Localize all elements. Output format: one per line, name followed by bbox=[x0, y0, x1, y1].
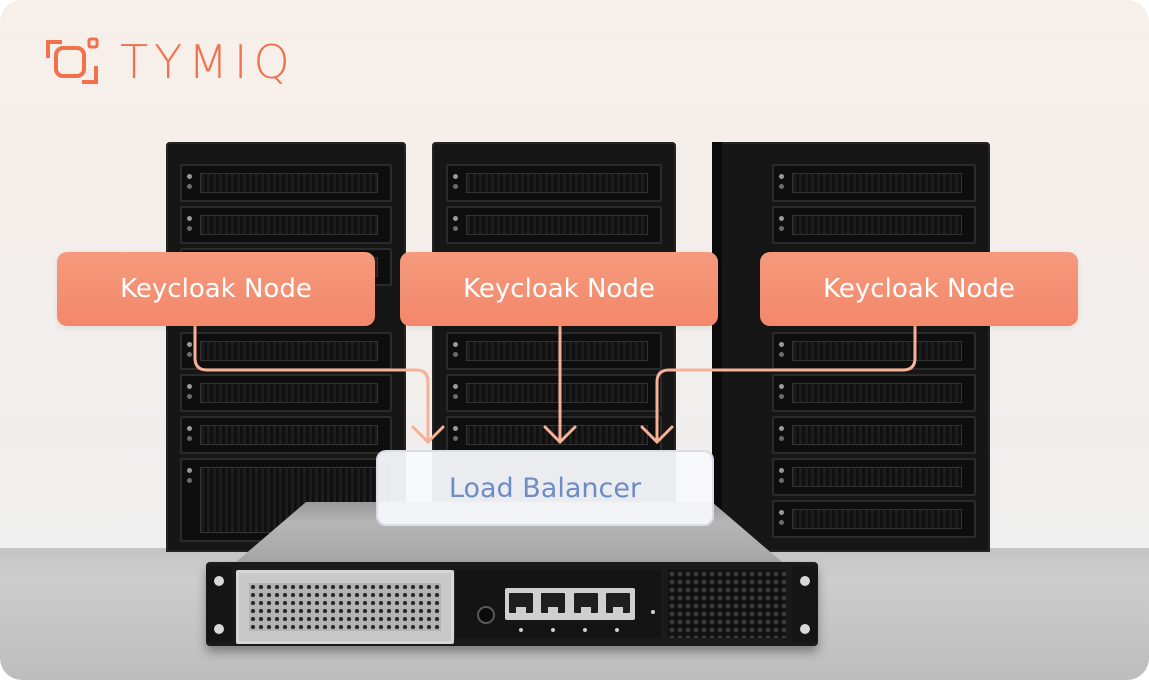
drive-bay bbox=[772, 206, 976, 244]
drive-bay bbox=[180, 164, 392, 202]
drive-bay bbox=[446, 164, 662, 202]
rack-side-panel bbox=[712, 142, 722, 552]
arrowhead-center bbox=[543, 425, 577, 445]
load-balancer-box: Load Balancer bbox=[376, 450, 714, 526]
arrowhead-left bbox=[411, 425, 445, 445]
reset-button-icon bbox=[477, 606, 495, 624]
mount-hole bbox=[214, 624, 224, 634]
load-balancer-appliance bbox=[206, 562, 818, 646]
drive-bay bbox=[180, 332, 392, 370]
vent-grill-left bbox=[236, 570, 454, 644]
drive-bay bbox=[772, 164, 976, 202]
rack-bays bbox=[446, 154, 662, 552]
ethernet-port-block bbox=[505, 588, 635, 620]
mount-hole bbox=[214, 576, 224, 586]
power-led bbox=[651, 610, 655, 614]
vent-grill-right bbox=[668, 570, 786, 638]
drive-bay bbox=[772, 374, 976, 412]
connector-left bbox=[193, 326, 430, 440]
drive-bay bbox=[180, 206, 392, 244]
keycloak-node-3: Keycloak Node bbox=[760, 252, 1078, 326]
keycloak-node-2: Keycloak Node bbox=[400, 252, 718, 326]
drive-bay bbox=[446, 206, 662, 244]
drive-bay bbox=[772, 332, 976, 370]
drive-bay bbox=[180, 416, 392, 454]
ethernet-port-icon bbox=[574, 593, 598, 613]
arrowhead-right bbox=[640, 425, 674, 445]
vent-mesh bbox=[249, 583, 441, 631]
mount-hole bbox=[800, 624, 810, 634]
drive-bay bbox=[772, 458, 976, 496]
tymiq-logo-icon bbox=[44, 36, 100, 88]
drive-bay bbox=[772, 416, 976, 454]
ethernet-port-icon bbox=[509, 593, 533, 613]
rack-ear-right bbox=[792, 566, 818, 642]
mount-hole bbox=[800, 576, 810, 586]
logo-wordmark: TYMIQ bbox=[120, 35, 296, 89]
brand-logo: TYMIQ bbox=[44, 36, 296, 88]
status-led bbox=[519, 628, 523, 632]
drive-bay bbox=[446, 332, 662, 370]
rack-ear-left bbox=[206, 566, 232, 642]
server-rack-right bbox=[712, 142, 990, 552]
drive-bay bbox=[180, 374, 392, 412]
drive-bay bbox=[772, 500, 976, 538]
drive-bay bbox=[446, 374, 662, 412]
rack-bays bbox=[772, 154, 976, 552]
port-panel bbox=[454, 570, 661, 638]
status-led bbox=[615, 628, 619, 632]
ethernet-port-icon bbox=[606, 593, 630, 613]
connector-right bbox=[655, 326, 917, 440]
keycloak-node-1: Keycloak Node bbox=[57, 252, 375, 326]
ethernet-port-icon bbox=[541, 593, 565, 613]
status-led bbox=[551, 628, 555, 632]
status-led bbox=[583, 628, 587, 632]
